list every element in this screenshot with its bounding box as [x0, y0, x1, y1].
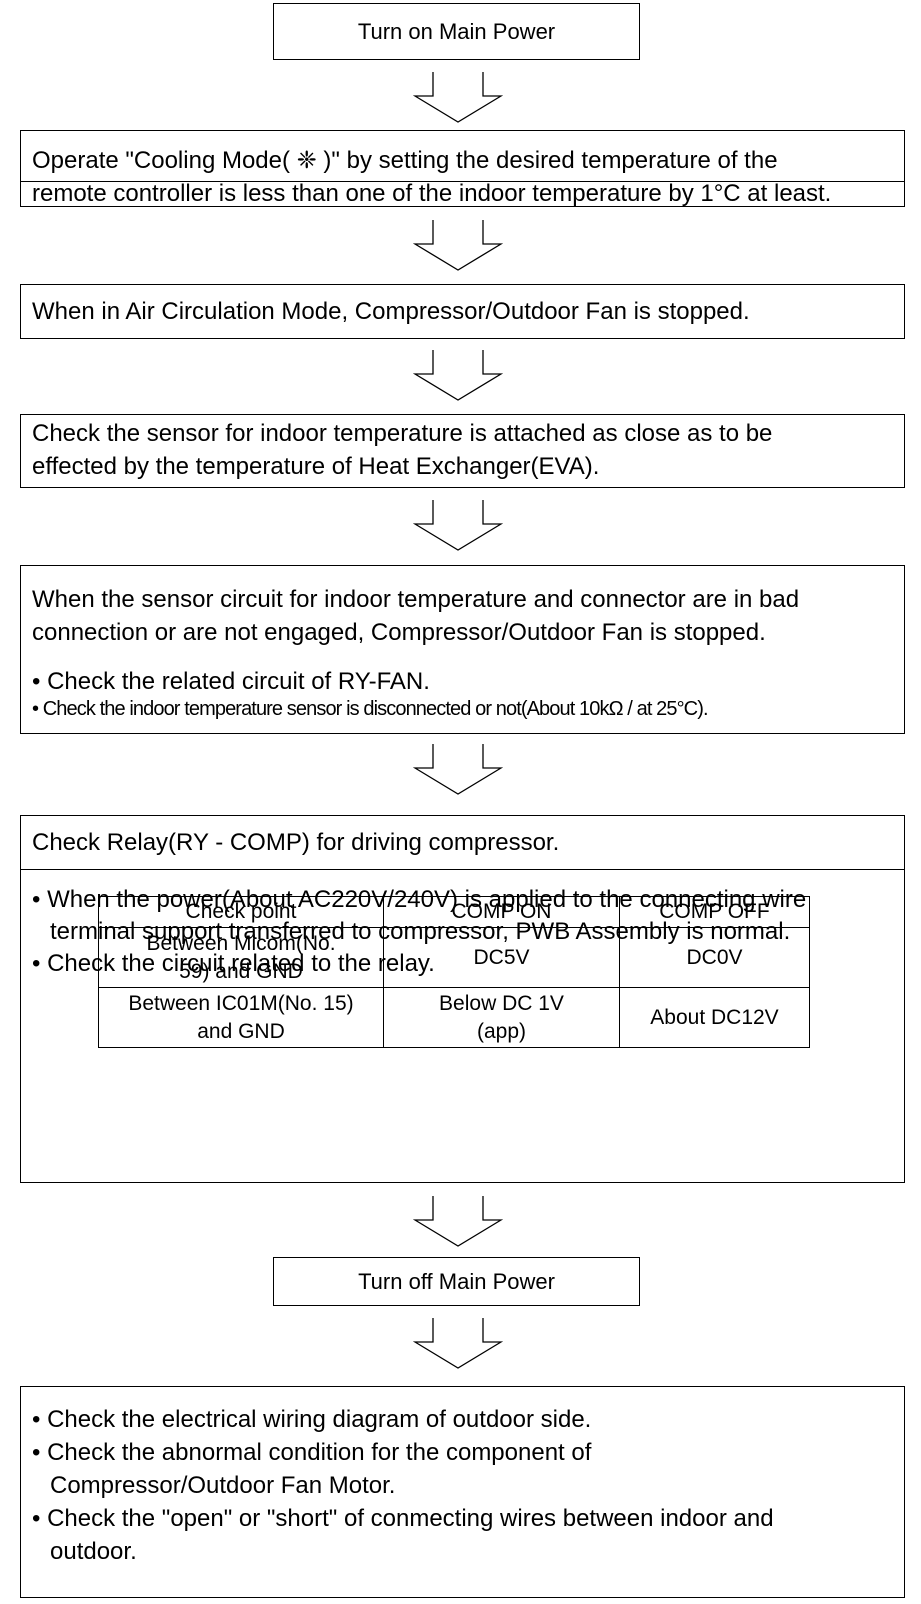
sensor-check-box: Check the sensor for indoor temperature …: [20, 414, 905, 488]
sensor-circuit-box: When the sensor circuit for indoor tempe…: [20, 565, 905, 734]
cooling-mode-line-2: remote controller is less than one of th…: [32, 180, 832, 207]
table-header-row: Check point COMP ON COMP OFF: [98, 896, 810, 928]
turn-on-power-label: Turn on Main Power: [357, 19, 556, 44]
cell-line: and GND: [197, 1019, 285, 1043]
table-cell-check-point: Between Micom(No. 59) and GND: [98, 927, 384, 988]
air-circulation-box: When in Air Circulation Mode, Compressor…: [20, 284, 905, 339]
final-bullet-2-line-1: • Check the abnormal condition for the c…: [32, 1439, 592, 1466]
table-header-comp-on: COMP ON: [383, 896, 620, 928]
relay-check-title: Check Relay(RY - COMP) for driving compr…: [32, 829, 560, 856]
table-header-comp-off: COMP OFF: [619, 896, 810, 928]
cooling-mode-box-frame: [20, 130, 905, 207]
sensor-circuit-line-1: When the sensor circuit for indoor tempe…: [32, 586, 800, 613]
table-cell-comp-off: DC0V: [619, 927, 810, 988]
final-bullet-2-line-2: Compressor/Outdoor Fan Motor.: [50, 1472, 396, 1499]
sensor-check-line-1: Check the sensor for indoor temperature …: [32, 420, 773, 447]
down-arrow-icon: [413, 500, 503, 551]
final-bullet-1: • Check the electrical wiring diagram of…: [32, 1406, 592, 1433]
cell-line: Between Micom(No.: [146, 931, 336, 955]
down-arrow-icon: [413, 1318, 503, 1369]
cell-line: (app): [476, 1019, 527, 1043]
sensor-check-line-2: effected by the temperature of Heat Exch…: [32, 453, 600, 480]
relay-check-table: Check point COMP ON COMP OFF Between Mic…: [98, 896, 810, 1048]
relay-divider: [21, 869, 904, 870]
table-cell-check-point: Between IC01M(No. 15) and GND: [98, 987, 384, 1048]
cell-line: Below DC 1V: [439, 991, 564, 1015]
down-arrow-icon: [413, 744, 503, 795]
table-row: Between Micom(No. 59) and GND DC5V DC0V: [98, 927, 810, 988]
down-arrow-icon: [413, 220, 503, 271]
final-bullet-3-line-2: outdoor.: [50, 1538, 137, 1565]
table-row: Between IC01M(No. 15) and GND Below DC 1…: [98, 987, 810, 1048]
turn-off-power-box: Turn off Main Power: [273, 1257, 640, 1306]
air-circulation-text: When in Air Circulation Mode, Compressor…: [32, 298, 750, 325]
sensor-circuit-bullet-1: • Check the related circuit of RY-FAN.: [32, 668, 430, 695]
table-header-check-point: Check point: [98, 896, 384, 928]
table-cell-comp-on: Below DC 1V (app): [383, 987, 620, 1048]
cell-line: 59) and GND: [179, 959, 303, 983]
table-cell-comp-off: About DC12V: [619, 987, 810, 1048]
turn-off-power-label: Turn off Main Power: [358, 1269, 555, 1294]
sensor-circuit-line-2: connection or are not engaged, Compresso…: [32, 619, 766, 646]
turn-on-power-box: Turn on Main Power: [273, 3, 640, 60]
cooling-mode-line-1: Operate "Cooling Mode( ❈ )" by setting t…: [32, 147, 778, 174]
down-arrow-icon: [413, 350, 503, 401]
sensor-circuit-bullet-2: • Check the indoor temperature sensor is…: [32, 698, 709, 720]
cell-line: DC5V: [473, 945, 530, 969]
table-cell-comp-on: DC5V: [383, 927, 620, 988]
down-arrow-icon: [413, 1196, 503, 1247]
cell-line: Between IC01M(No. 15): [128, 991, 354, 1015]
final-bullet-3-line-1: • Check the "open" or "short" of conmect…: [32, 1505, 774, 1532]
final-checks-box: • Check the electrical wiring diagram of…: [20, 1386, 905, 1598]
cooling-mode-box: Operate "Cooling Mode( ❈ )" by setting t…: [20, 130, 905, 207]
down-arrow-icon: [413, 72, 503, 123]
